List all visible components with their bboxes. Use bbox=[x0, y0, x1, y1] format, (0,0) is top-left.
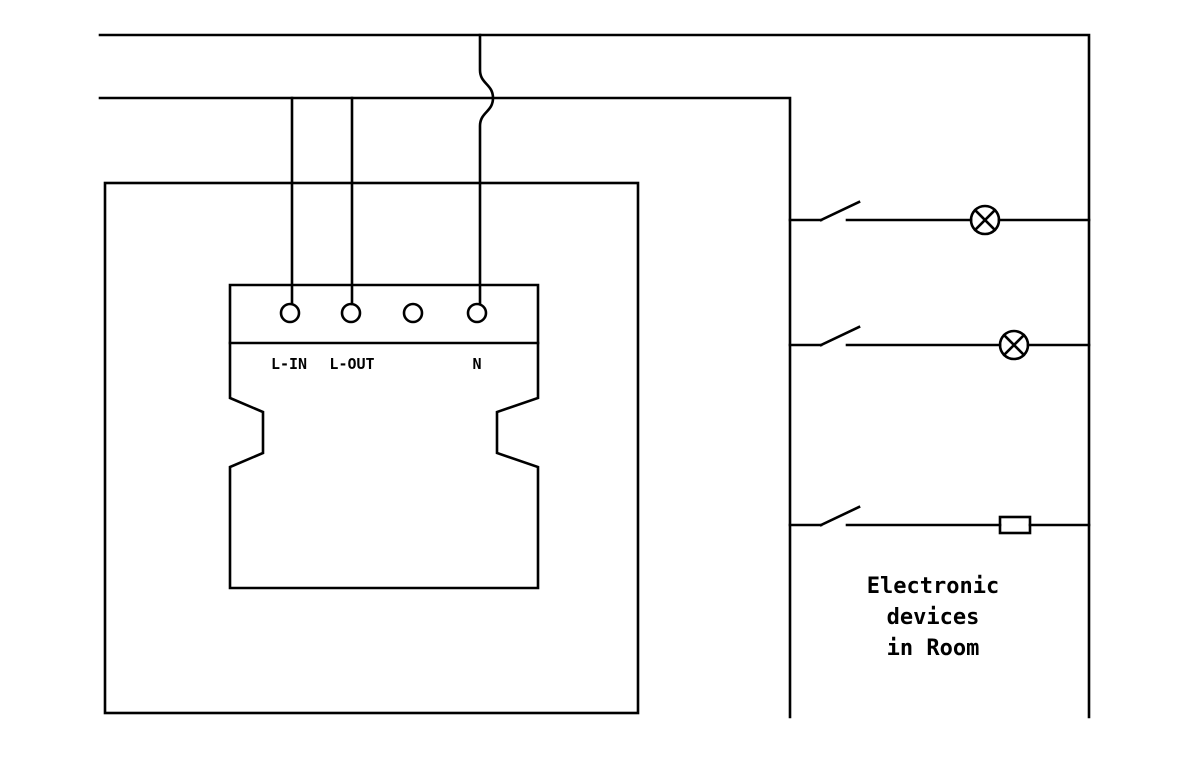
lamp-circle-x-icon bbox=[998, 329, 1030, 361]
terminal-label-n: N bbox=[472, 355, 481, 373]
open-switch-icon bbox=[819, 200, 861, 222]
terminal-screw-circle-icon bbox=[466, 302, 488, 324]
generic-device-box-icon bbox=[998, 515, 1032, 535]
branch-lamp-1 bbox=[788, 200, 1091, 236]
terminal-label-l-out: L-OUT bbox=[329, 355, 374, 373]
device-body-outline bbox=[228, 283, 540, 590]
neutral-drop-wire-hop bbox=[478, 33, 495, 306]
diagram-linework bbox=[98, 33, 1091, 719]
branch-lamp-2 bbox=[788, 325, 1091, 361]
diagram-text: L-IN L-OUT N Electronic devices in Room bbox=[271, 355, 999, 661]
lamp-circle-x-icon bbox=[969, 204, 1001, 236]
branch-load-3 bbox=[788, 505, 1091, 535]
open-switch-icon bbox=[819, 505, 861, 527]
terminal-screw-circle-icon bbox=[279, 302, 301, 324]
terminal-screw-circle-icon bbox=[402, 302, 424, 324]
open-switch-icon bbox=[819, 325, 861, 347]
neutral-bus-line bbox=[98, 33, 1091, 719]
room-caption-line-3: in Room bbox=[887, 636, 980, 661]
enclosure-outline bbox=[103, 181, 640, 715]
room-caption-line-1: Electronic bbox=[867, 574, 999, 599]
terminal-label-l-in: L-IN bbox=[271, 355, 307, 373]
terminal-screw-circle-icon bbox=[340, 302, 362, 324]
room-caption-line-2: devices bbox=[887, 605, 980, 630]
live-bus-line bbox=[98, 96, 792, 719]
